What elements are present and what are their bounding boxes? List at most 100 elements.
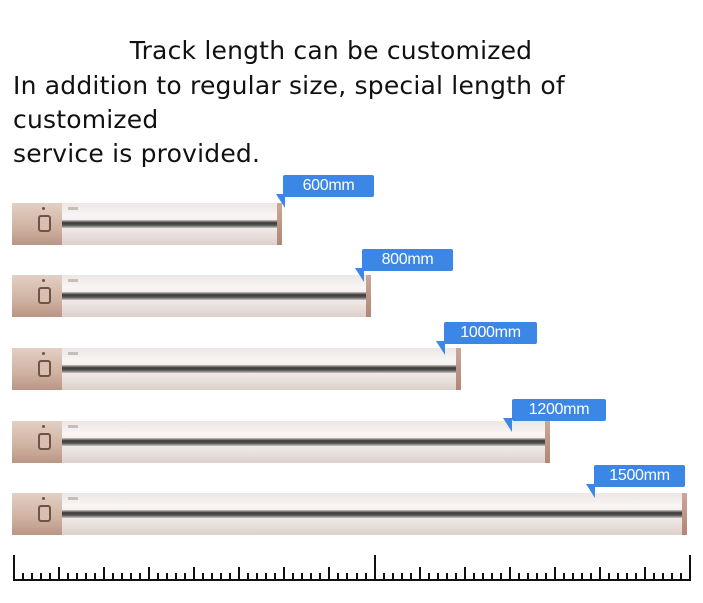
ruler-tick	[274, 573, 276, 581]
logo-mark	[68, 207, 78, 210]
indicator-dot	[42, 425, 45, 428]
ruler-tick	[572, 573, 574, 581]
track-head	[12, 421, 63, 463]
ruler-tick	[220, 573, 222, 581]
ruler-tick	[130, 573, 132, 581]
ruler-tick	[365, 573, 367, 581]
ruler-tick	[509, 567, 511, 581]
ruler-tick	[554, 567, 556, 581]
ruler-tick	[85, 573, 87, 581]
ruler-tick	[446, 573, 448, 581]
length-tag-1500: 1500mm	[594, 465, 685, 487]
ruler-tick	[238, 567, 240, 581]
length-tag-1000: 1000mm	[444, 322, 537, 344]
ruler-tick	[49, 573, 51, 581]
ruler-tick	[211, 573, 213, 581]
ruler-tick	[599, 567, 601, 581]
ruler-tick	[581, 573, 583, 581]
rail-groove	[62, 438, 545, 446]
ruler-tick	[103, 567, 105, 581]
ruler-baseline	[13, 579, 691, 581]
rail-groove	[62, 220, 277, 228]
ruler-tick	[644, 567, 646, 581]
ruler-tick	[40, 573, 42, 581]
ruler-tick	[392, 573, 394, 581]
ruler-tick	[58, 567, 60, 581]
ruler-tick	[166, 573, 168, 581]
logo-mark	[68, 425, 78, 428]
ruler-tick	[401, 573, 403, 581]
length-tag-600: 600mm	[283, 175, 374, 197]
indicator-dot	[42, 279, 45, 282]
track-head	[12, 493, 63, 535]
ruler-tick	[545, 573, 547, 581]
track-head	[12, 275, 63, 317]
tag-pointer	[276, 194, 285, 208]
ruler-tick	[337, 573, 339, 581]
tag-pointer	[586, 484, 595, 498]
ruler-tick	[229, 573, 231, 581]
ruler-tick	[491, 573, 493, 581]
end-cap	[366, 275, 371, 317]
track-800	[12, 275, 371, 317]
ruler-tick	[563, 573, 565, 581]
ruler-tick	[193, 567, 195, 581]
ruler-tick	[346, 573, 348, 581]
subtitle: In addition to regular size, special len…	[13, 69, 703, 171]
ruler-tick	[437, 573, 439, 581]
title: Track length can be customized	[129, 36, 533, 65]
ruler-tick	[184, 573, 186, 581]
ruler-tick	[608, 573, 610, 581]
ruler-tick	[283, 567, 285, 581]
button-icon	[38, 505, 51, 522]
ruler-tick	[265, 573, 267, 581]
ruler-tick	[148, 567, 150, 581]
tag-pointer	[355, 268, 364, 282]
ruler-tick	[319, 573, 321, 581]
ruler-tick	[671, 573, 673, 581]
ruler-tick	[94, 573, 96, 581]
tag-pointer	[503, 418, 512, 432]
button-icon	[38, 287, 51, 304]
ruler-tick	[139, 573, 141, 581]
logo-mark	[68, 497, 78, 500]
rail-groove	[62, 365, 456, 373]
ruler-tick	[202, 573, 204, 581]
ruler-tick	[464, 567, 466, 581]
ruler-tick	[76, 573, 78, 581]
end-cap	[456, 348, 461, 390]
ruler-tick	[617, 573, 619, 581]
ruler-tick	[653, 573, 655, 581]
ruler-tick	[419, 567, 421, 581]
ruler-tick	[410, 573, 412, 581]
length-tag-800: 800mm	[362, 249, 453, 271]
ruler-tick	[292, 573, 294, 581]
button-icon	[38, 433, 51, 450]
ruler-tick	[374, 555, 376, 581]
ruler-tick	[175, 573, 177, 581]
end-cap	[545, 421, 550, 463]
track-1200	[12, 421, 550, 463]
subtitle-line-2: service is provided.	[13, 139, 261, 168]
ruler-tick	[157, 573, 159, 581]
ruler-tick	[22, 573, 24, 581]
ruler-tick	[680, 573, 682, 581]
logo-mark	[68, 352, 78, 355]
ruler-tick	[301, 573, 303, 581]
ruler-tick	[310, 573, 312, 581]
ruler-tick	[67, 573, 69, 581]
ruler-tick	[626, 573, 628, 581]
track-1000	[12, 348, 461, 390]
ruler-tick	[328, 567, 330, 581]
rail-groove	[62, 510, 682, 518]
ruler-tick	[428, 573, 430, 581]
indicator-dot	[42, 497, 45, 500]
ruler-tick	[482, 573, 484, 581]
ruler-tick	[662, 573, 664, 581]
button-icon	[38, 215, 51, 232]
ruler-tick	[112, 573, 114, 581]
track-1500	[12, 493, 687, 535]
ruler-tick	[518, 573, 520, 581]
ruler-tick	[121, 573, 123, 581]
tag-pointer	[436, 341, 445, 355]
